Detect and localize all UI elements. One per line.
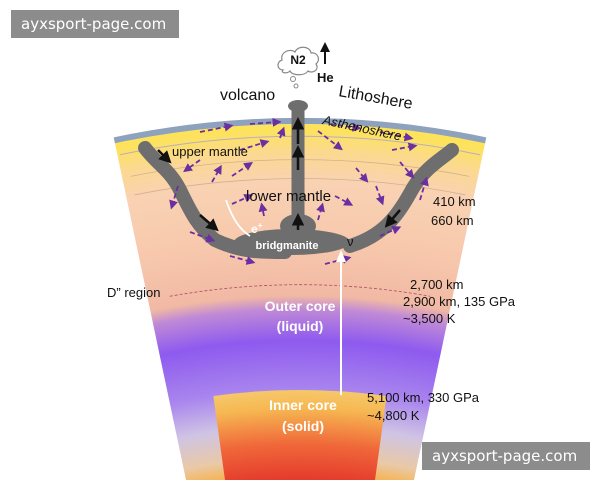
- outer-core-state-label: (liquid): [277, 318, 324, 334]
- convection-arrow-22: [334, 195, 354, 206]
- electron-label: e+: [251, 221, 263, 236]
- convection-arrow-3: [329, 122, 362, 132]
- convection-arrow-4: [379, 131, 414, 142]
- convection-arrow-7: [317, 130, 343, 151]
- flow-arrow-4: [199, 214, 219, 232]
- watermark-top: ayxsport-page.com: [11, 10, 179, 38]
- n2-label: N2: [290, 53, 306, 67]
- convection-arrow-16: [375, 185, 385, 206]
- subducting-slab-right: [343, 143, 459, 253]
- volcano-vent: [288, 100, 308, 112]
- convection-arrow-9: [169, 185, 179, 210]
- convection-arrow-18: [379, 226, 402, 237]
- electron-path: [225, 199, 251, 237]
- convection-arrow-17: [189, 231, 216, 243]
- n2-cloud: N2: [277, 46, 320, 89]
- depth-5100-label: 5,100 km, 330 GPa: [367, 390, 480, 405]
- nu-label: ν: [347, 234, 354, 249]
- convection-arrow-2: [249, 117, 282, 127]
- convection-arrow-24: [399, 161, 415, 179]
- lithosphere-label: Lithoshere: [337, 83, 414, 113]
- volcano-label: volcano: [220, 87, 275, 104]
- depth-410-label: 410 km: [433, 194, 476, 209]
- temp-3500-label: ~3,500 K: [403, 311, 456, 326]
- convection-arrow-5: [239, 139, 270, 151]
- convection-arrow-13: [258, 202, 268, 217]
- he-label: He: [317, 70, 334, 85]
- inner-core-region: [213, 390, 387, 480]
- outer-core-label: Outer core: [265, 298, 336, 314]
- convection-arrow-6: [276, 126, 286, 139]
- convection-arrow-14: [316, 202, 325, 221]
- convection-arrow-8: [391, 142, 418, 152]
- convection-arrow-23: [183, 159, 201, 173]
- lower-mantle-label: lower mantle: [246, 188, 331, 205]
- depth-2900-label: 2,900 km, 135 GPa: [403, 294, 516, 309]
- flow-arrow-5: [384, 209, 401, 228]
- convection-arrow-1: [199, 122, 234, 133]
- d-region-label: D” region: [107, 285, 160, 300]
- upper-mantle-label: upper mantle: [172, 144, 248, 159]
- inner-core-state-label: (solid): [282, 418, 324, 434]
- depth-2700-label: 2,700 km: [410, 277, 463, 292]
- neutrino-arrowhead-icon: [336, 250, 346, 262]
- convection-arrow-15: [355, 167, 369, 183]
- inner-core-label: Inner core: [269, 397, 337, 413]
- convection-arrow-11: [211, 164, 222, 183]
- bridgmanite-pool: [234, 229, 350, 255]
- boundary-2700km: [169, 284, 431, 297]
- watermark-bottom: ayxsport-page.com: [422, 442, 590, 470]
- depth-660-label: 660 km: [431, 213, 474, 228]
- convection-arrow-19: [229, 255, 256, 265]
- temp-4800-label: ~4,800 K: [367, 408, 420, 423]
- convection-arrow-21: [231, 194, 254, 205]
- bridgmanite-label: bridgmanite: [256, 240, 319, 252]
- convection-arrow-10: [419, 176, 429, 201]
- convection-arrow-12: [231, 162, 253, 177]
- flow-arrow-6: [157, 149, 172, 164]
